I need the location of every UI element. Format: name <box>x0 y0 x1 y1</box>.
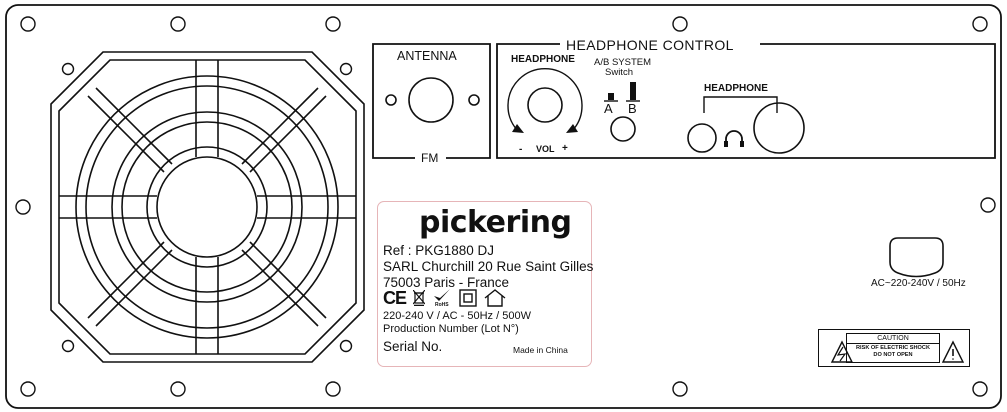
headphone-control-section <box>496 43 996 159</box>
fan-screw-hole <box>61 62 75 76</box>
mounting-hole <box>20 381 36 397</box>
fan-screw-hole <box>339 339 353 353</box>
brand-logo: pickering <box>419 205 572 240</box>
rohs-text: RoHS <box>435 302 449 308</box>
serial-number: Serial No. <box>383 339 443 354</box>
ac-power-inlet[interactable] <box>889 237 944 278</box>
switch-position-b-icon <box>630 82 636 100</box>
mounting-hole <box>980 197 996 213</box>
volume-label: VOL <box>536 144 555 154</box>
mounting-holes <box>15 16 996 397</box>
switch-position-a-icon <box>608 93 614 100</box>
antenna-screw-left <box>385 94 397 106</box>
electric-shock-warning-icon <box>830 340 854 363</box>
volume-minus-label: - <box>519 144 523 155</box>
headphone-control-title: HEADPHONE CONTROL <box>566 37 734 53</box>
mounting-hole <box>672 381 688 397</box>
mounting-hole <box>20 16 36 32</box>
volume-arc-icon <box>507 68 583 132</box>
fan-screw-hole <box>61 339 75 353</box>
headphone-icon <box>725 130 743 145</box>
volume-arc-arrow-left <box>512 124 524 133</box>
switch-a-label: A <box>604 101 613 116</box>
panel-outline <box>5 4 1002 409</box>
exclamation-warning-icon <box>941 340 965 363</box>
ac-power-label: AC~220-240V / 50Hz <box>871 278 966 289</box>
ab-system-switch[interactable] <box>610 116 636 142</box>
mounting-hole <box>972 381 988 397</box>
address-line-2: 75003 Paris - France <box>383 275 510 290</box>
weee-bin-icon <box>413 290 426 306</box>
antenna-screw-right <box>468 94 480 106</box>
ce-mark-icon: CE <box>383 287 407 308</box>
production-number: Production Number (Lot N°) <box>383 323 519 335</box>
rating-label-card: pickering Ref : PKG1880 DJ SARL Churchil… <box>377 201 594 367</box>
fm-antenna-socket[interactable] <box>408 77 454 123</box>
certification-icons: CE RoHS <box>383 287 506 309</box>
caution-line-2: DO NOT OPEN <box>873 352 913 358</box>
mounting-hole <box>170 381 186 397</box>
caution-label: CAUTION RISK OF ELECTRIC SHOCK DO NOT OP… <box>818 329 970 367</box>
caution-line-1: RISK OF ELECTRIC SHOCK <box>856 345 930 351</box>
caution-text-box: CAUTION RISK OF ELECTRIC SHOCK DO NOT OP… <box>846 333 940 363</box>
ref-number: Ref : PKG1880 DJ <box>383 243 495 258</box>
fan-screw-hole <box>339 62 353 76</box>
mounting-hole <box>325 16 341 32</box>
made-in: Made in China <box>513 345 568 355</box>
ab-system-title: A/B SYSTEM <box>594 57 652 68</box>
headphone-control-box <box>496 43 996 159</box>
power-rating: 220-240 V / AC - 50Hz / 500W <box>383 310 531 322</box>
large-headphone-jack[interactable] <box>753 102 805 154</box>
antenna-section <box>372 43 491 159</box>
rohs-check-icon: RoHS <box>432 288 452 308</box>
fm-label: FM <box>418 152 442 164</box>
switch-b-label: B <box>628 101 637 116</box>
antenna-box <box>372 43 491 159</box>
double-insulation-icon <box>459 289 477 307</box>
volume-plus-label: + <box>562 143 568 154</box>
headphone-jack-bracket <box>703 96 778 113</box>
headphone-volume-label: HEADPHONE <box>511 54 575 65</box>
address-line-1: SARL Churchill 20 Rue Saint Gilles <box>383 259 594 274</box>
indoor-use-icon <box>484 289 506 307</box>
headphone-volume-knob[interactable] <box>527 87 563 123</box>
ab-switch-sub: Switch <box>605 67 633 78</box>
mounting-hole <box>15 199 31 215</box>
caution-title: CAUTION <box>847 334 939 344</box>
mounting-hole <box>972 16 988 32</box>
headphone-jack-label: HEADPHONE <box>704 83 768 94</box>
mounting-hole <box>170 16 186 32</box>
fan-grille <box>50 51 365 363</box>
antenna-title: ANTENNA <box>397 49 457 63</box>
caution-icons <box>830 340 965 363</box>
mounting-hole <box>325 381 341 397</box>
small-headphone-jack[interactable] <box>687 123 717 153</box>
mounting-hole <box>672 16 688 32</box>
volume-arc-arrow-right <box>566 124 578 133</box>
